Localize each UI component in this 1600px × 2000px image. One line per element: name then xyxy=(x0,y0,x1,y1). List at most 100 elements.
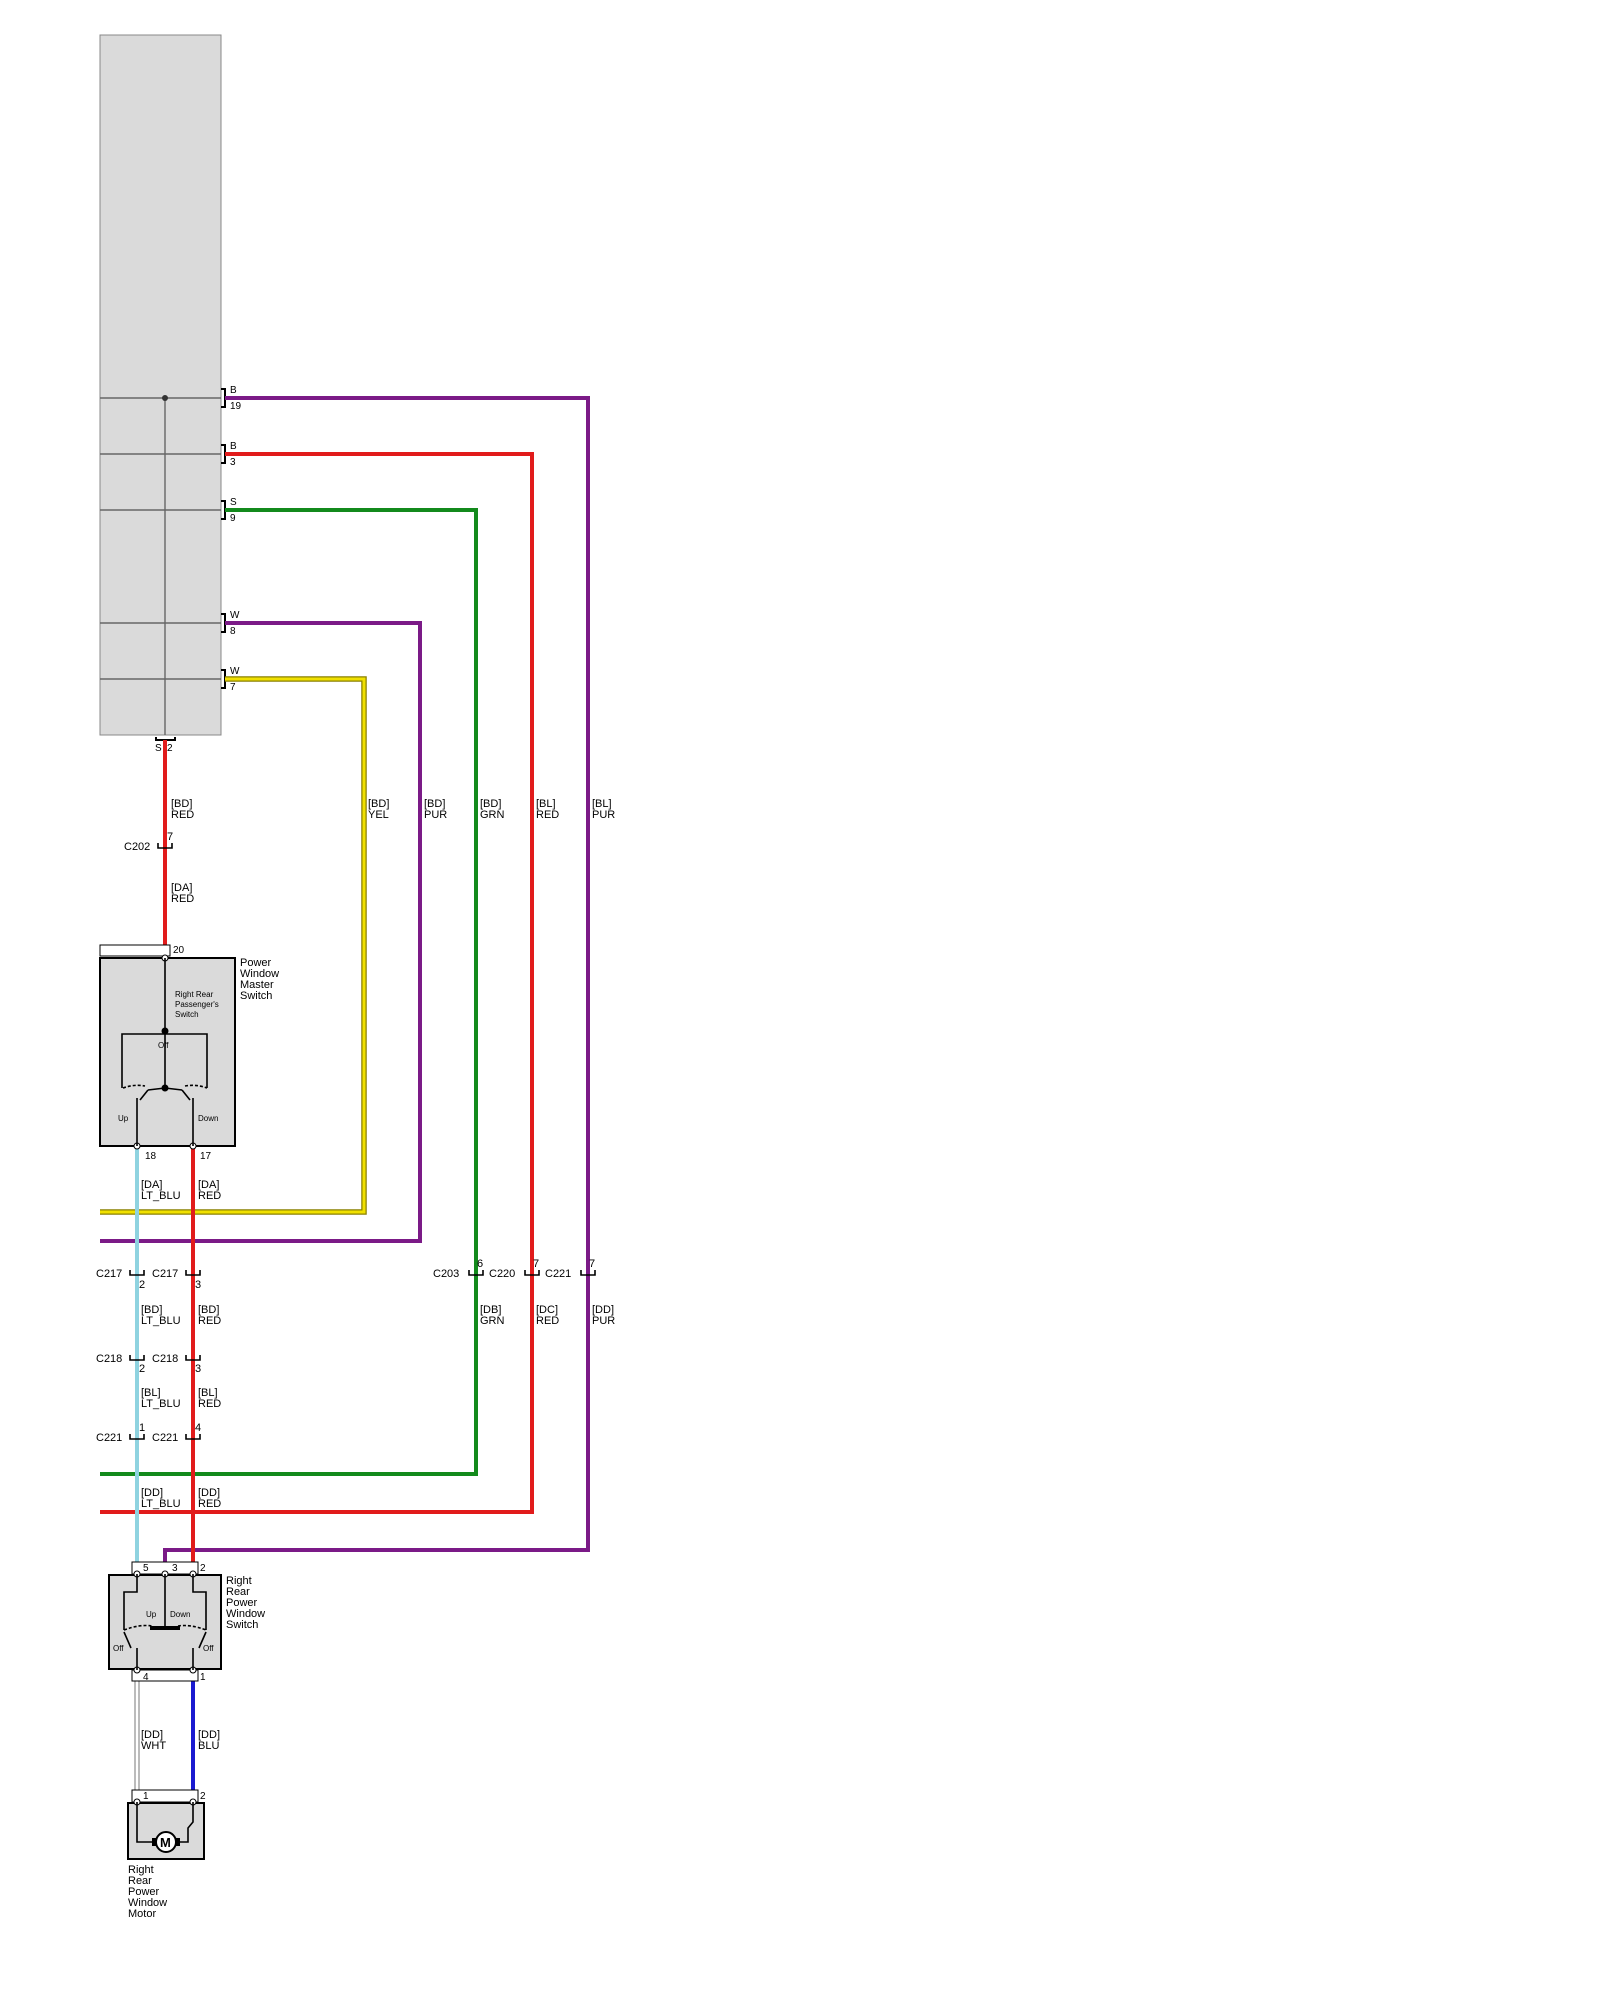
master-inner-label-2: Passenger's xyxy=(175,1000,219,1009)
module-bottom-pin-letter: S xyxy=(155,743,162,754)
label-bd-yel-1: [BD] xyxy=(368,798,389,810)
label-dd-blu-1: [DD] xyxy=(198,1729,220,1741)
rr-title-1: Right xyxy=(226,1575,252,1587)
label-db-grn-2: GRN xyxy=(480,1315,505,1327)
label-dd-wht-2: WHT xyxy=(141,1740,166,1752)
c217-left-pin: 2 xyxy=(139,1279,145,1291)
module-pin-3-letter: S xyxy=(230,497,237,508)
connector-c203 xyxy=(468,1270,484,1276)
label-bl-red-2: RED xyxy=(536,809,559,821)
module-pin-5-letter: W xyxy=(230,666,240,677)
control-module: B 19 B 3 S 9 W 8 W 7 S 2 xyxy=(99,34,242,754)
module-pin-5-number: 7 xyxy=(230,682,236,693)
connector-c218-left xyxy=(129,1355,145,1361)
label-da-red17-1: [DA] xyxy=(198,1179,219,1191)
rr-pin-4: 4 xyxy=(143,1672,149,1683)
label-da-ltblu-1: [DA] xyxy=(141,1179,162,1191)
c218-left-pin: 2 xyxy=(139,1363,145,1375)
wire-purple-w8 xyxy=(100,621,422,1243)
label-dd-wht-1: [DD] xyxy=(141,1729,163,1741)
label-db-grn-1: [DB] xyxy=(480,1304,501,1316)
rr-up-label: Up xyxy=(146,1610,157,1619)
rr-title-4: Window xyxy=(226,1608,265,1620)
module-pin-2-number: 3 xyxy=(230,457,236,468)
c202-name: C202 xyxy=(124,841,150,853)
label-bd-ltblu-1: [BD] xyxy=(141,1304,162,1316)
connector-c217-right xyxy=(185,1270,201,1276)
master-pin-20: 20 xyxy=(173,945,185,956)
rr-off-right-label: Off xyxy=(203,1644,214,1653)
c217-right-name: C217 xyxy=(152,1268,178,1280)
motor-title-5: Motor xyxy=(128,1908,156,1920)
rr-title-5: Switch xyxy=(226,1619,258,1631)
master-title-2: Window xyxy=(240,968,279,980)
master-inner-label-1: Right Rear xyxy=(175,990,214,999)
motor-title-1: Right xyxy=(128,1864,154,1876)
rr-pin-3: 3 xyxy=(172,1563,178,1574)
label-bl-red-1: [BL] xyxy=(536,798,556,810)
connector-c217-left xyxy=(129,1270,145,1276)
label-bl-red2-2: RED xyxy=(198,1398,221,1410)
module-bottom-pin-number: 2 xyxy=(167,743,173,754)
label-bd-grn-2: GRN xyxy=(480,809,505,821)
label-bd-pur-2: PUR xyxy=(424,809,447,821)
power-window-master-switch: Right Rear Passenger's Switch Off Up Dow… xyxy=(99,944,279,1162)
master-title-4: Switch xyxy=(240,990,272,1002)
master-up-label: Up xyxy=(118,1114,129,1123)
c217-left-name: C217 xyxy=(96,1268,122,1280)
label-dd-pur-2: PUR xyxy=(592,1315,615,1327)
label-dd-red-1: [DD] xyxy=(198,1487,220,1499)
label-bl-pur-2: PUR xyxy=(592,809,615,821)
c203-name: C203 xyxy=(433,1268,459,1280)
label-dc-red-1: [DC] xyxy=(536,1304,558,1316)
rr-pin-1: 1 xyxy=(200,1672,206,1683)
wire-purple-b19 xyxy=(163,396,590,1566)
right-rear-power-window-switch: Up Down Off Off 5 3 2 4 1 Right Rear Pow… xyxy=(108,1561,265,1683)
label-bd-pur-1: [BD] xyxy=(424,798,445,810)
wire-red-b3 xyxy=(100,452,534,1514)
master-down-label: Down xyxy=(198,1114,218,1123)
wire-yellow-w7 xyxy=(100,677,366,1214)
label-da-red17-2: RED xyxy=(198,1190,221,1202)
connector-c221-pur xyxy=(580,1270,596,1276)
master-title-3: Master xyxy=(240,979,274,991)
rr-off-left-label: Off xyxy=(113,1644,124,1653)
label-bd-red-2: RED xyxy=(171,809,194,821)
c220-name: C220 xyxy=(489,1268,515,1280)
control-module-box xyxy=(99,34,222,736)
motor-pin-1: 1 xyxy=(143,1791,149,1802)
module-pin-4-number: 8 xyxy=(230,626,236,637)
motor-title-3: Power xyxy=(128,1886,160,1898)
label-bd-yel-2: YEL xyxy=(368,809,389,821)
c221-left-name: C221 xyxy=(96,1432,122,1444)
module-pin-1-number: 19 xyxy=(230,401,242,412)
label-da-ltblu-2: LT_BLU xyxy=(141,1190,181,1202)
wire-green-s9 xyxy=(100,508,478,1476)
connector-c218-right xyxy=(185,1355,201,1361)
label-dd-blu-2: BLU xyxy=(198,1740,219,1752)
master-off-label: Off xyxy=(158,1041,169,1050)
label-da-red-1: [DA] xyxy=(171,882,192,894)
label-da-red-2: RED xyxy=(171,893,194,905)
connector-c202 xyxy=(157,843,173,849)
motor-pin-2: 2 xyxy=(200,1791,206,1802)
label-dc-red-2: RED xyxy=(536,1315,559,1327)
c218-left-name: C218 xyxy=(96,1353,122,1365)
c220-pin: 7 xyxy=(533,1258,539,1270)
label-bl-ltblu-2: LT_BLU xyxy=(141,1398,181,1410)
rr-pin-2: 2 xyxy=(200,1563,206,1574)
module-pin-4-letter: W xyxy=(230,610,240,621)
rr-down-label: Down xyxy=(170,1610,190,1619)
rr-title-2: Rear xyxy=(226,1586,250,1598)
label-bl-red2-1: [BL] xyxy=(198,1387,218,1399)
c218-right-name: C218 xyxy=(152,1353,178,1365)
motor-title-4: Window xyxy=(128,1897,167,1909)
label-bl-pur-1: [BL] xyxy=(592,798,612,810)
module-pin-3-number: 9 xyxy=(230,513,236,524)
label-bl-ltblu-1: [BL] xyxy=(141,1387,161,1399)
c221-left-pin: 1 xyxy=(139,1422,145,1434)
master-title-1: Power xyxy=(240,957,272,969)
label-bd-red2-1: [BD] xyxy=(198,1304,219,1316)
c217-right-pin: 3 xyxy=(195,1279,201,1291)
motor-m-label: M xyxy=(160,1835,171,1850)
